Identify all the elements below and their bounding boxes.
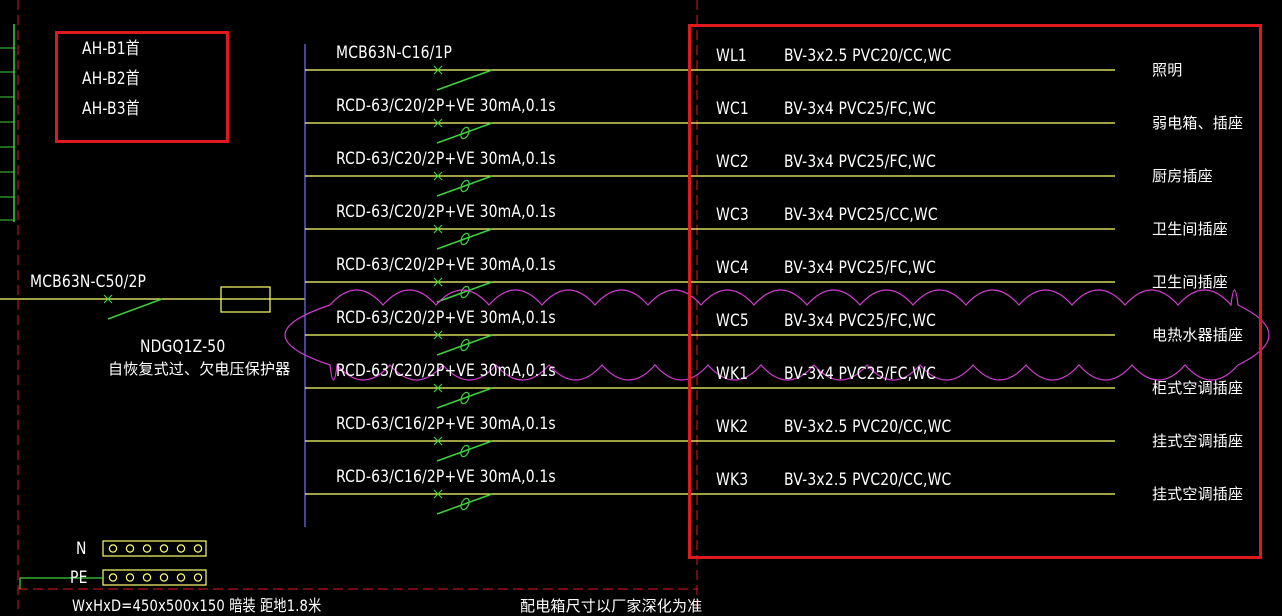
cable-spec-WL1: BV-3x2.5 PVC20/CC,WC (784, 46, 952, 66)
circuit-use-WK2: 挂式空调插座 (1152, 432, 1244, 450)
main-breaker-cross (103, 294, 113, 304)
circuit-use-WL1: 照明 (1152, 61, 1183, 79)
branch-breaker-contact-WK3 (436, 493, 493, 515)
footer-note: 配电箱尺寸以厂家深化为准 (520, 597, 703, 615)
branch-breaker-cross-WK2 (433, 436, 443, 446)
rcd-coil-WK3 (460, 497, 470, 511)
cable-spec-WC3: BV-3x4 PVC25/CC,WC (784, 205, 938, 225)
protector-model: NDGQ1Z-50 (140, 337, 226, 357)
cable-spec-WC5: BV-3x4 PVC25/FC,WC (784, 311, 937, 331)
terminal-pe-screw-2 (142, 573, 152, 582)
breaker-label-WK3: RCD-63/C16/2P+VE 30mA,0.1s (336, 467, 556, 487)
main-breaker-label: MCB63N-C50/2P (30, 272, 147, 292)
terminal-n-screw-4 (176, 544, 186, 553)
circuit-id-WC3: WC3 (716, 205, 749, 225)
circuit-id-WL1: WL1 (716, 46, 747, 66)
branch-breaker-contact-WC5 (436, 334, 493, 356)
circuit-id-WC4: WC4 (716, 258, 749, 278)
terminal-pe-screw-0 (108, 573, 118, 582)
terminal-pe-screw-1 (125, 573, 135, 582)
circuit-id-WK2: WK2 (716, 417, 749, 437)
branch-breaker-contact-WK1 (436, 387, 493, 409)
terminal-n-screw-1 (125, 544, 135, 553)
revision-cloud (284, 289, 1270, 381)
branch-breaker-cross-WK1 (433, 383, 443, 393)
circuit-use-WK1: 柜式空调插座 (1152, 379, 1244, 397)
branch-breaker-contact-WL1 (436, 69, 493, 91)
terminal-n-screw-2 (142, 544, 152, 553)
circuit-use-WC4: 卫生间插座 (1152, 273, 1229, 291)
branch-breaker-contact-WK2 (436, 440, 493, 462)
rcd-coil-WC3 (460, 232, 470, 246)
breaker-label-WL1: MCB63N-C16/1P (336, 43, 453, 63)
box-label-b2: AH-B2首 (82, 69, 140, 89)
breaker-label-WC4: RCD-63/C20/2P+VE 30mA,0.1s (336, 255, 556, 275)
box-list-highlight (55, 31, 229, 143)
circuit-use-WK3: 挂式空调插座 (1152, 485, 1244, 503)
cable-spec-WK1: BV-3x4 PVC25/FC,WC (784, 364, 937, 384)
branch-breaker-contact-WC2 (436, 175, 493, 197)
terminal-n-bar (102, 540, 207, 557)
branch-breaker-cross-WL1 (433, 65, 443, 75)
breaker-label-WC5: RCD-63/C20/2P+VE 30mA,0.1s (336, 308, 556, 328)
branch-breaker-cross-WC4 (433, 277, 443, 287)
branch-breaker-contact-WC4 (436, 281, 493, 303)
terminal-n-screw-5 (193, 544, 203, 553)
terminal-pe-screw-3 (159, 573, 169, 582)
box-label-b1: AH-B1首 (82, 39, 140, 59)
rcd-coil-WC2 (460, 179, 470, 193)
branch-breaker-contact-WC3 (436, 228, 493, 250)
terminal-pe-bar (102, 569, 207, 586)
breaker-label-WC1: RCD-63/C20/2P+VE 30mA,0.1s (336, 96, 556, 116)
circuit-id-WK1: WK1 (716, 364, 749, 384)
terminal-pe-label: PE (70, 568, 88, 588)
footer-dimensions: WxHxD=450x500x150 暗装 距地1.8米 (72, 596, 322, 615)
pe-ground-lead (19, 577, 103, 589)
rcd-coil-WC5 (460, 338, 470, 352)
circuit-id-WK3: WK3 (716, 470, 749, 490)
circuit-use-WC5: 电热水器插座 (1152, 326, 1244, 344)
cable-spec-WC1: BV-3x4 PVC25/FC,WC (784, 99, 937, 119)
box-label-b3: AH-B3首 (82, 99, 140, 119)
surge-protector-box (220, 286, 271, 313)
branch-breaker-cross-WC1 (433, 118, 443, 128)
branch-breaker-cross-WC5 (433, 330, 443, 340)
branch-breaker-cross-WK3 (433, 489, 443, 499)
protector-desc: 自恢复式过、欠电压保护器 (108, 360, 291, 378)
cable-spec-WK2: BV-3x2.5 PVC20/CC,WC (784, 417, 952, 437)
cable-spec-WC4: BV-3x4 PVC25/FC,WC (784, 258, 937, 278)
branch-breaker-cross-WC3 (433, 224, 443, 234)
terminal-pe-screw-4 (176, 573, 186, 582)
rcd-coil-WK1 (460, 391, 470, 405)
breaker-label-WK1: RCD-63/C20/2P+VE 30mA,0.1s (336, 361, 556, 381)
circuit-use-WC3: 卫生间插座 (1152, 220, 1229, 238)
terminal-n-screw-3 (159, 544, 169, 553)
terminal-pe-screw-5 (193, 573, 203, 582)
main-breaker-contact (107, 298, 163, 320)
branch-breaker-contact-WC1 (436, 122, 493, 144)
terminal-n-screw-0 (108, 544, 118, 553)
cable-spec-WC2: BV-3x4 PVC25/FC,WC (784, 152, 937, 172)
circuit-use-WC1: 弱电箱、插座 (1152, 114, 1244, 132)
cable-spec-WK3: BV-3x2.5 PVC20/CC,WC (784, 470, 952, 490)
circuit-id-WC1: WC1 (716, 99, 749, 119)
branch-breaker-cross-WC2 (433, 171, 443, 181)
circuit-id-WC2: WC2 (716, 152, 749, 172)
breaker-label-WC3: RCD-63/C20/2P+VE 30mA,0.1s (336, 202, 556, 222)
rcd-coil-WC1 (460, 126, 470, 140)
rcd-coil-WK2 (460, 444, 470, 458)
circuit-list-highlight (688, 24, 1262, 559)
circuit-id-WC5: WC5 (716, 311, 749, 331)
terminal-n-label: N (76, 539, 87, 559)
circuit-use-WC2: 厨房插座 (1152, 167, 1213, 185)
breaker-label-WC2: RCD-63/C20/2P+VE 30mA,0.1s (336, 149, 556, 169)
breaker-label-WK2: RCD-63/C16/2P+VE 30mA,0.1s (336, 414, 556, 434)
